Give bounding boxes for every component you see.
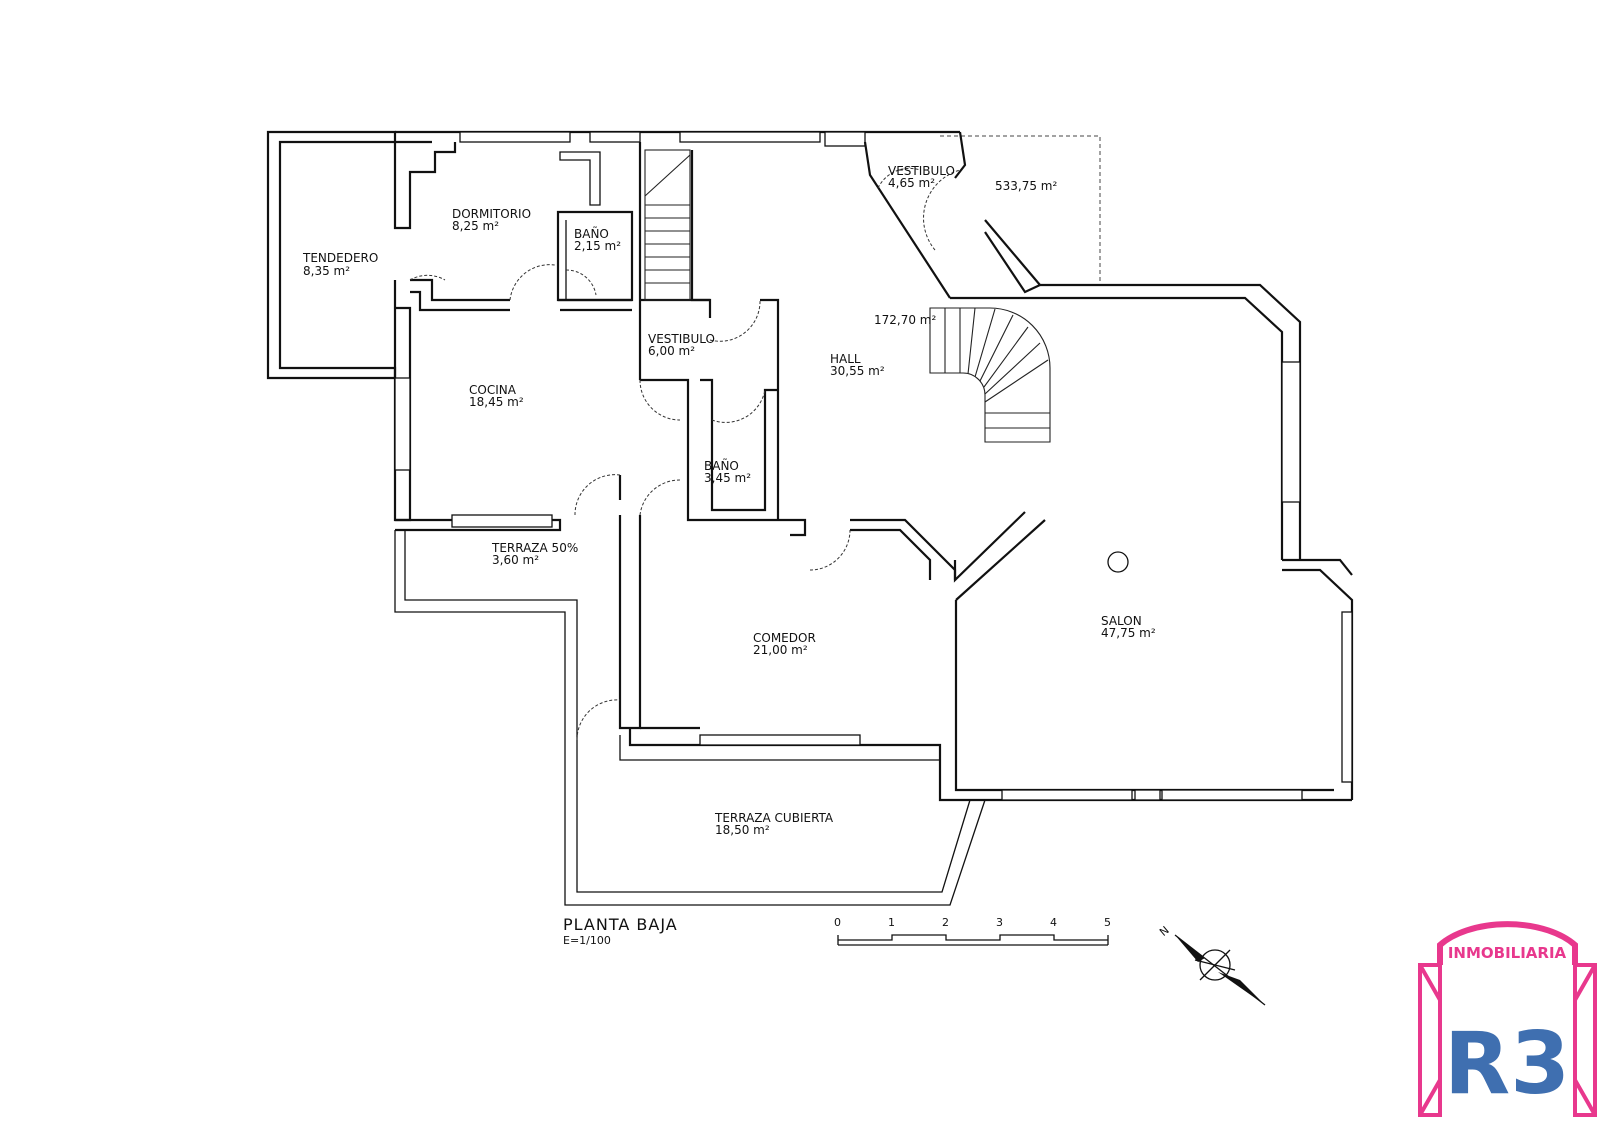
label-hall-name: HALL xyxy=(830,352,861,366)
window-dormitorio xyxy=(459,131,571,143)
window-salon-bottom-1 xyxy=(1001,789,1133,801)
window-salon-bottom-2 xyxy=(1161,789,1303,801)
label-vestibulo-mid-name: VESTIBULO xyxy=(648,332,715,346)
label-salon-name: SALON xyxy=(1101,614,1142,628)
scale-bar: 0 1 2 3 4 5 xyxy=(834,916,1111,946)
label-terraza50-area: 3,60 m² xyxy=(492,553,539,567)
scale-tick-0: 0 xyxy=(834,916,841,929)
window-salon-right-1 xyxy=(1281,361,1301,503)
label-bano1-area: 2,15 m² xyxy=(574,239,621,253)
label-bano2-name: BAÑO xyxy=(704,458,739,473)
scale-tick-5: 5 xyxy=(1104,916,1111,929)
label-dormitorio-area: 8,25 m² xyxy=(452,219,499,233)
label-hall-area: 30,55 m² xyxy=(830,364,885,378)
spiral-stair xyxy=(929,307,1051,443)
window-top-3 xyxy=(824,131,866,147)
label-tendedero-name: TENDEDERO xyxy=(302,251,378,265)
north-letter: N xyxy=(1157,924,1172,939)
window-salon-bottom-mid xyxy=(1134,789,1161,801)
window-cocina-bottom xyxy=(451,514,553,528)
straight-stair xyxy=(644,149,691,301)
label-vestibulo-mid-area: 6,00 m² xyxy=(648,344,695,358)
scale-tick-2: 2 xyxy=(942,916,949,929)
window-top-1 xyxy=(589,131,641,143)
label-terraza50-name: TERRAZA 50% xyxy=(491,541,578,555)
logo-arch xyxy=(1437,921,1578,965)
window-top-2 xyxy=(679,131,821,143)
tendedero-walls xyxy=(266,130,397,380)
terrace-outlines xyxy=(394,530,986,906)
label-bano2-area: 3,45 m² xyxy=(704,471,751,485)
room-labels: TENDEDERO 8,35 m² DORMITORIO 8,25 m² BAÑ… xyxy=(302,164,1156,837)
scale-tick-1: 1 xyxy=(888,916,895,929)
logo-company-name: INMOBILIARIA xyxy=(1448,944,1567,962)
logo-corners xyxy=(1418,964,1597,1116)
north-arrow-icon: N xyxy=(1157,924,1266,1006)
window-comedor-bottom xyxy=(699,734,861,746)
label-terraza-cubierta-name: TERRAZA CUBIERTA xyxy=(714,811,834,825)
exterior-walls xyxy=(393,130,1354,802)
label-cocina-name: COCINA xyxy=(469,383,517,397)
window-cocina-left xyxy=(394,377,411,471)
scale-tick-3: 3 xyxy=(996,916,1003,929)
label-vestibulo-top-area: 4,65 m² xyxy=(888,176,935,190)
scale-tick-4: 4 xyxy=(1050,916,1057,929)
label-built-total: 172,70 m² xyxy=(874,313,936,327)
label-bano1-name: BAÑO xyxy=(574,226,609,241)
label-vestibulo-top-name: VESTIBULO xyxy=(888,164,955,178)
label-dormitorio-name: DORMITORIO xyxy=(452,207,531,221)
label-terraza-cubierta-area: 18,50 m² xyxy=(715,823,770,837)
company-logo: INMOBILIARIA R3 xyxy=(1418,921,1597,1117)
label-tendedero-area: 8,35 m² xyxy=(303,264,350,278)
salon-column xyxy=(1107,551,1129,573)
label-cocina-area: 18,45 m² xyxy=(469,395,524,409)
doors xyxy=(409,167,961,741)
window-salon-right-2 xyxy=(1341,611,1353,783)
label-plot-total: 533,75 m² xyxy=(995,179,1057,193)
plan-title: PLANTA BAJA xyxy=(563,915,678,934)
label-comedor-name: COMEDOR xyxy=(753,631,816,645)
plan-scale: E=1/100 xyxy=(563,934,611,947)
label-salon-area: 47,75 m² xyxy=(1101,626,1156,640)
label-comedor-area: 21,00 m² xyxy=(753,643,808,657)
logo-mark: R3 xyxy=(1444,1014,1570,1114)
